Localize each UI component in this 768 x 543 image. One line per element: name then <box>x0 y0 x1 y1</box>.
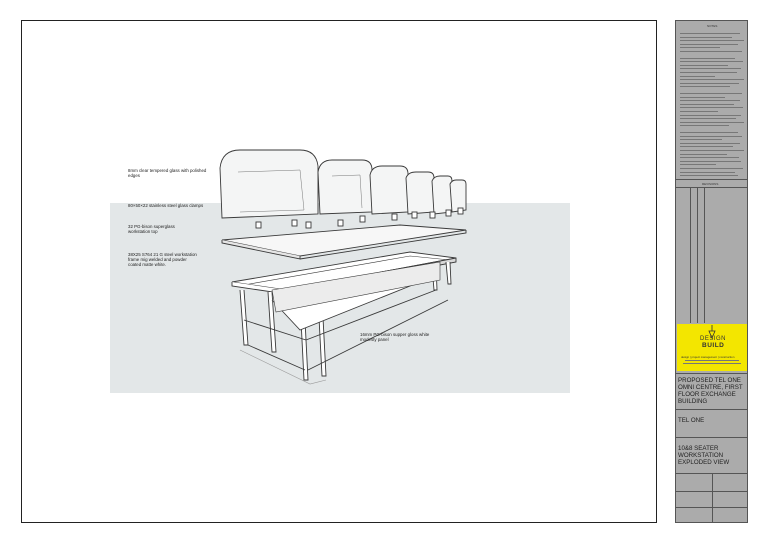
glass-panel <box>405 171 435 215</box>
note-line <box>680 75 715 77</box>
glass-panel <box>449 179 467 213</box>
note-line <box>680 132 738 133</box>
modesty-panel <box>271 261 441 313</box>
logo-contact-line <box>683 363 741 364</box>
callout-workstation-top: 32 PG-bison superglass workstation top <box>128 224 175 235</box>
note-line <box>680 146 733 148</box>
note-line <box>680 171 735 173</box>
divider <box>676 373 747 374</box>
drawing-title: 10&8 SEATER WORKSTATION EXPLODED VIEW <box>678 445 730 466</box>
glass-panel <box>369 165 409 215</box>
note-line <box>680 150 744 151</box>
note-line <box>680 79 744 80</box>
project-title: PROPOSED TEL ONE OMNI CENTRE, FIRST FLOO… <box>678 377 743 405</box>
note-line <box>680 142 740 144</box>
note-line <box>680 68 741 70</box>
glass-panel <box>219 149 319 219</box>
glass-clamps <box>255 207 464 229</box>
note-line <box>680 125 729 127</box>
note-line <box>680 36 732 38</box>
note-line <box>680 86 730 88</box>
divider <box>676 179 747 180</box>
note-line <box>680 82 739 84</box>
note-line <box>680 103 734 105</box>
note-line <box>680 118 736 119</box>
note-line <box>680 157 739 158</box>
glass-panel <box>431 175 453 215</box>
logo-text-design: DESIGN <box>700 336 727 342</box>
note-line <box>680 111 718 112</box>
note-line <box>680 153 727 155</box>
info-column-line <box>712 473 713 523</box>
drawing-sheet <box>21 20 657 523</box>
company-logo: DESIGN BUILD design | project management… <box>677 324 747 371</box>
callout-modesty-panel: 16mm PG-bison supper gloss white modesty… <box>360 332 430 343</box>
note-line <box>680 57 735 59</box>
note-line <box>680 40 744 41</box>
divider <box>676 409 747 410</box>
callout-glass-clamps: 80×50×22 stainless steel glass clamps <box>128 203 204 208</box>
note-line <box>680 47 720 49</box>
note-line <box>680 100 740 101</box>
workstation-exploded-view <box>219 149 467 385</box>
divider <box>676 187 747 188</box>
note-line <box>680 93 742 94</box>
note-line <box>680 107 743 109</box>
workstation-top <box>221 224 467 260</box>
logo-contact-line <box>685 360 739 361</box>
logo-tagline: design | project management | constructi… <box>681 355 735 359</box>
note-line <box>680 51 742 52</box>
glass-panel <box>317 159 373 215</box>
title-block: NOTES REVISIONS DESIGN BUILD design | pr… <box>675 20 748 523</box>
notes-heading: NOTES <box>707 24 718 28</box>
note-line <box>680 121 744 123</box>
note-line <box>680 96 725 98</box>
callout-steel-frame: 38X25 S764 21 G steel workstation frame … <box>128 252 197 268</box>
revision-column-line <box>704 187 705 323</box>
note-line <box>680 72 737 73</box>
note-line <box>680 164 716 166</box>
note-line <box>680 160 741 162</box>
callout-glass-panels: 8mm clear tempered glass with polished e… <box>128 168 207 179</box>
client-name: TEL ONE <box>678 417 705 424</box>
revision-column-line <box>697 187 698 323</box>
note-line <box>680 139 722 140</box>
divider <box>676 473 747 474</box>
trowel-icon <box>708 325 716 339</box>
revision-column-line <box>690 187 691 323</box>
divider <box>676 437 747 438</box>
note-line <box>680 114 741 116</box>
note-line <box>680 61 743 62</box>
divider <box>676 507 747 508</box>
note-line <box>680 135 742 137</box>
revisions-heading: REVISIONS <box>702 182 719 186</box>
logo-text-build: BUILD <box>702 342 725 349</box>
divider <box>676 491 747 492</box>
note-line <box>680 43 738 45</box>
note-line <box>680 64 728 66</box>
note-line <box>680 33 740 34</box>
note-line <box>680 175 738 176</box>
note-line <box>680 168 743 169</box>
